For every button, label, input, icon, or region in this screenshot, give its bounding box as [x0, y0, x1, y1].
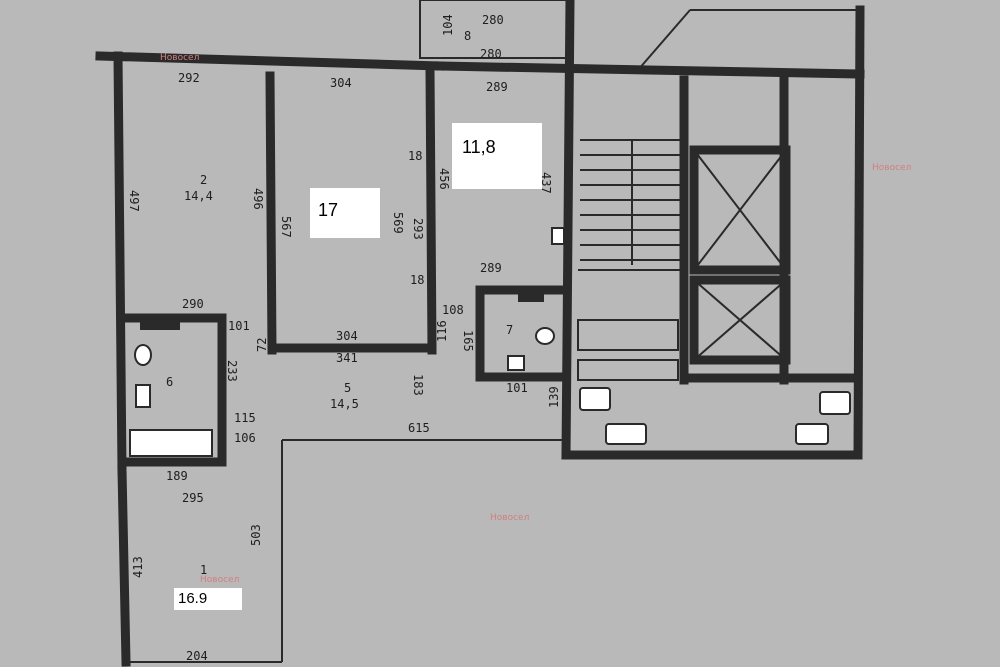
dim-label: 233	[225, 360, 239, 382]
dim-label: 101	[506, 381, 528, 395]
dim-label: 295	[182, 491, 204, 505]
watermark-text: Новосел	[872, 163, 911, 173]
room-area-label: 17	[310, 188, 380, 238]
bottom-room-area-text: 16.9	[178, 590, 208, 607]
room-number: 8	[464, 29, 471, 43]
room-area-text: 17	[318, 200, 339, 220]
dim-label: 115	[234, 411, 256, 425]
kitchen-area-text: 11,8	[462, 137, 496, 157]
dim-label: 292	[178, 71, 200, 85]
room-number: 1	[200, 563, 207, 577]
watermark-text: Новосел	[490, 513, 529, 523]
dim-label: 304	[336, 329, 358, 343]
dim-label: 456	[437, 168, 451, 190]
room-number: 2	[200, 173, 207, 187]
dim-label: 165	[461, 330, 475, 352]
dimension-labels: 280 104 280 289 292 304 497 496 567 569 …	[127, 13, 561, 663]
kitchen-area-label: 11,8	[452, 123, 542, 189]
dim-label: 18	[408, 149, 422, 163]
dim-label: 567	[279, 216, 293, 238]
dim-label: 290	[182, 297, 204, 311]
dim-label: 293	[411, 218, 425, 240]
room-labels: 1 2 14,4 5 14,5 6 7 8	[166, 29, 513, 577]
dim-label: 139	[547, 386, 561, 408]
dim-label: 289	[480, 261, 502, 275]
dim-label: 108	[442, 303, 464, 317]
dim-label: 341	[336, 351, 358, 365]
dim-label: 569	[391, 212, 405, 234]
dim-label: 289	[486, 80, 508, 94]
room-number: 7	[506, 323, 513, 337]
dim-label: 189	[166, 469, 188, 483]
dim-label: 304	[330, 76, 352, 90]
dim-label: 503	[249, 524, 263, 546]
watermark-text: Новосел	[160, 53, 199, 63]
dim-label: 72	[255, 338, 269, 352]
dim-label: 101	[228, 319, 250, 333]
dim-label: 104	[441, 14, 455, 36]
dim-label: 437	[539, 172, 553, 194]
dim-label: 497	[127, 190, 141, 212]
dim-label: 116	[435, 320, 449, 342]
watermark-text: Новосел	[200, 575, 239, 585]
dim-label: 18	[410, 273, 424, 287]
dim-label: 106	[234, 431, 256, 445]
dim-label: 280	[480, 47, 502, 61]
watermarks: Новосел Новосел Новосел Новосел	[160, 53, 911, 585]
room-number: 5	[344, 381, 351, 395]
dim-label: 280	[482, 13, 504, 27]
room-number: 6	[166, 375, 173, 389]
dim-label: 204	[186, 649, 208, 663]
dim-label: 183	[411, 374, 425, 396]
dim-label: 496	[251, 188, 265, 210]
bottom-room-area-label: 16.9	[174, 588, 242, 610]
room-area: 14,4	[184, 189, 213, 203]
dim-label: 413	[131, 556, 145, 578]
room-area: 14,5	[330, 397, 359, 411]
dim-label: 615	[408, 421, 430, 435]
